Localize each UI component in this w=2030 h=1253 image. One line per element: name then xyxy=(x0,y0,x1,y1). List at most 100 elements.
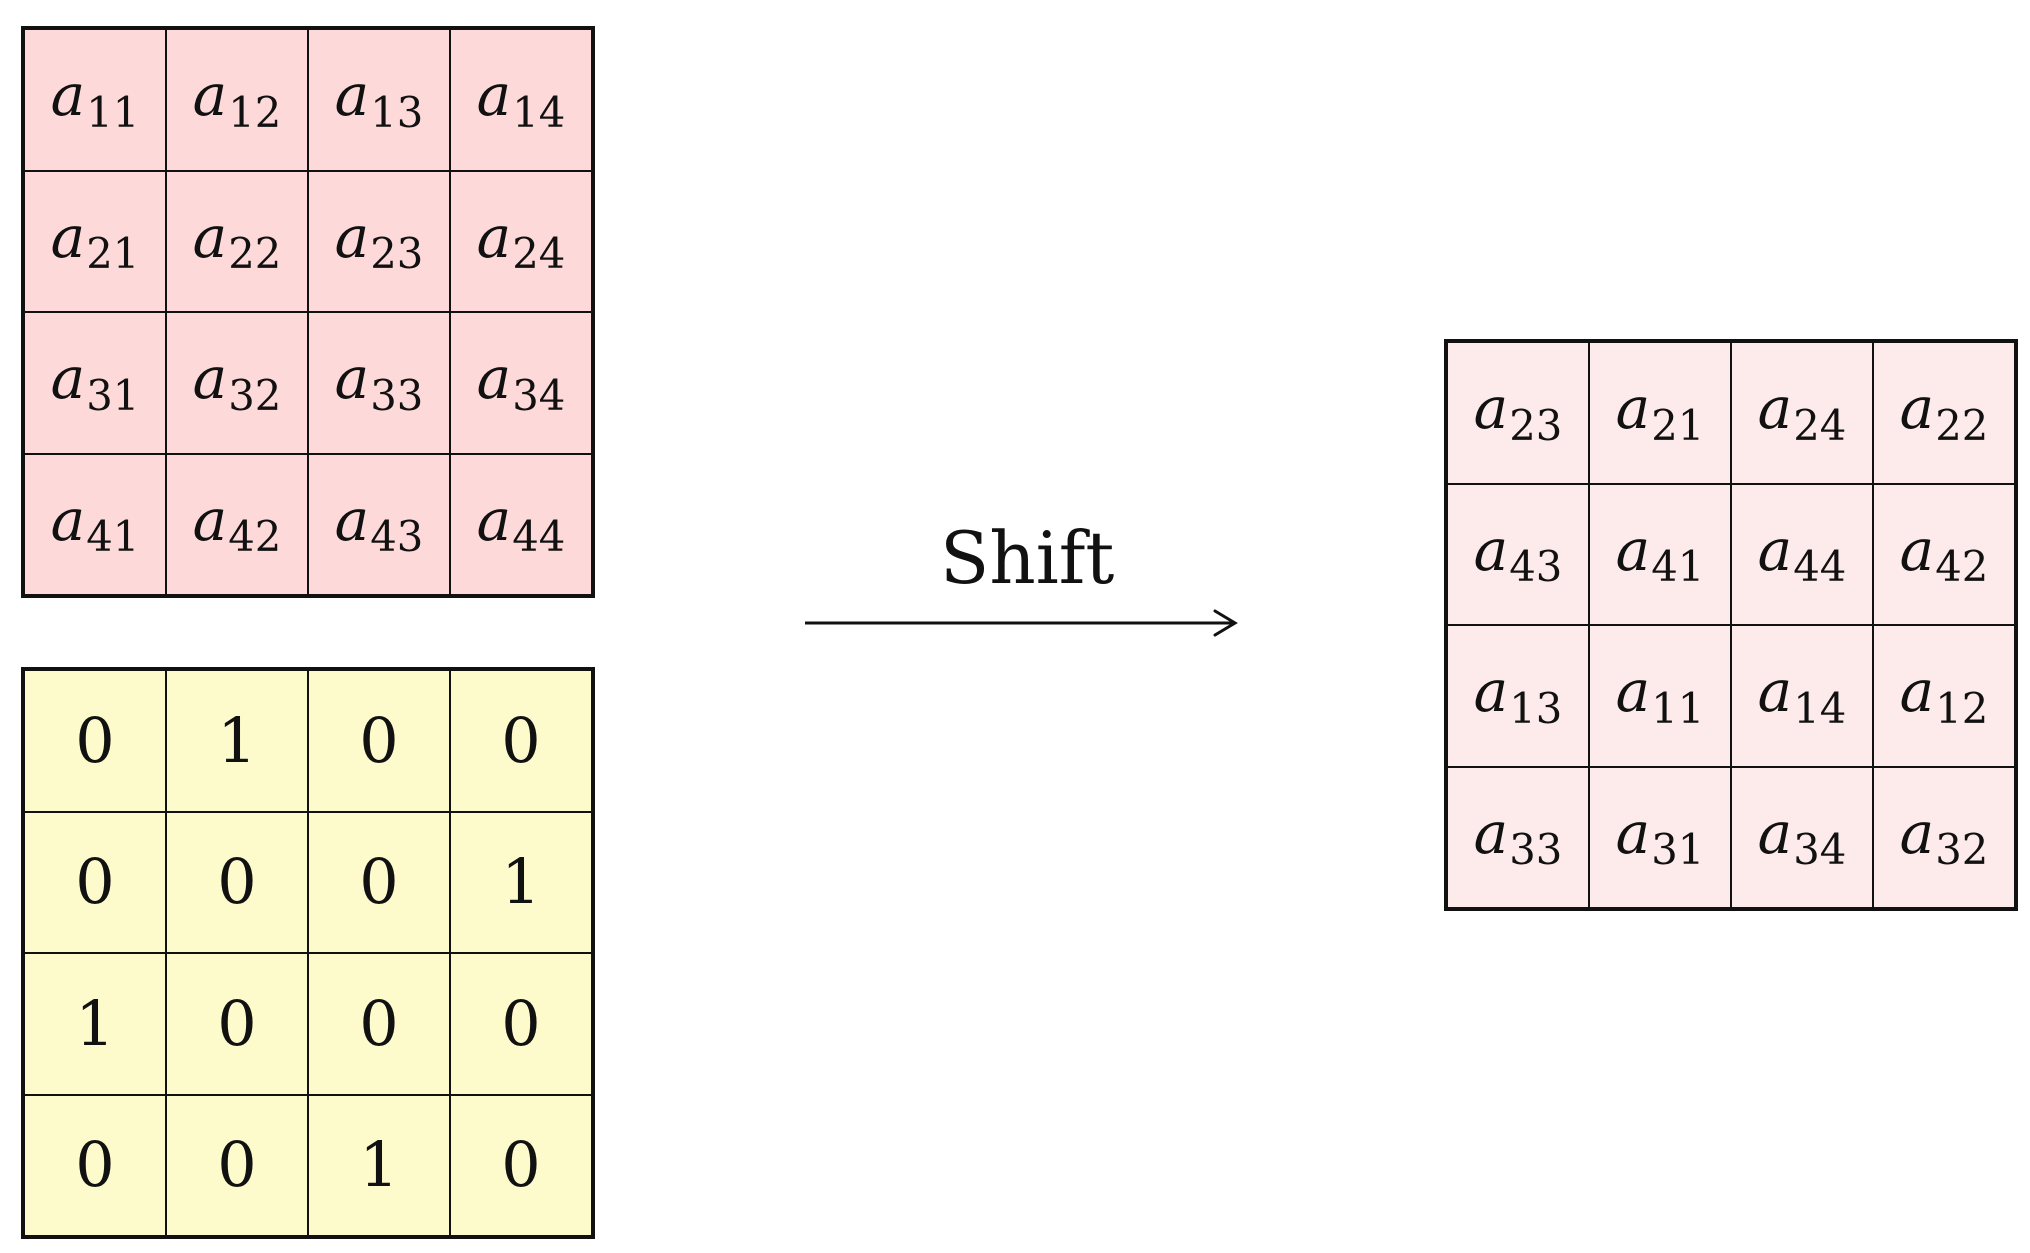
entry-symbol: a xyxy=(1757,657,1793,726)
entry-symbol: a xyxy=(334,344,370,413)
matrix-entry: a43 xyxy=(1474,521,1563,588)
input-matrix-cell: a42 xyxy=(166,453,308,595)
permutation-matrix-cell: 0 xyxy=(24,1094,166,1236)
matrix-entry: a21 xyxy=(1616,379,1705,446)
shifted-matrix-cell: a44 xyxy=(1731,483,1873,625)
matrix-entry: 0 xyxy=(359,703,399,777)
entry-subscript: 34 xyxy=(1793,825,1847,875)
entry-subscript: 11 xyxy=(86,87,140,137)
shifted-matrix-cell: a11 xyxy=(1589,625,1731,767)
matrix-entry: a43 xyxy=(335,491,424,558)
entry-symbol: a xyxy=(476,485,512,554)
shifted-matrix-cell: a23 xyxy=(1447,342,1589,484)
entry-subscript: 21 xyxy=(86,229,140,279)
permutation-matrix-cell: 1 xyxy=(308,1094,450,1236)
entry-subscript: 22 xyxy=(228,229,282,279)
entry-symbol: a xyxy=(50,344,86,413)
entry-symbol: a xyxy=(50,61,86,130)
matrix-entry: a32 xyxy=(193,349,282,416)
entry-subscript: 43 xyxy=(370,512,424,562)
entry-subscript: 31 xyxy=(1651,825,1705,875)
matrix-entry: a11 xyxy=(51,66,140,133)
matrix-entry: a22 xyxy=(1900,379,1989,446)
entry-symbol: a xyxy=(1899,798,1935,867)
entry-subscript: 23 xyxy=(370,229,424,279)
matrix-entry: a23 xyxy=(1474,379,1563,446)
entry-subscript: 12 xyxy=(228,87,282,137)
entry-subscript: 33 xyxy=(370,370,424,420)
input-matrix-cell: a41 xyxy=(24,453,166,595)
entry-symbol: a xyxy=(192,61,228,130)
permutation-matrix-cell: 0 xyxy=(166,953,308,1095)
matrix-entry: a24 xyxy=(1758,379,1847,446)
matrix-entry: a21 xyxy=(51,208,140,275)
permutation-matrix-cell: 0 xyxy=(450,670,592,812)
input-matrix-cell: a31 xyxy=(24,312,166,454)
entry-subscript: 14 xyxy=(1793,683,1847,733)
entry-subscript: 24 xyxy=(1793,400,1847,450)
matrix-entry: a22 xyxy=(193,208,282,275)
permutation-matrix-cell: 0 xyxy=(308,670,450,812)
entry-subscript: 41 xyxy=(1651,542,1705,592)
matrix-entry: a42 xyxy=(1900,521,1989,588)
entry-symbol: a xyxy=(1899,657,1935,726)
entry-symbol: a xyxy=(334,485,370,554)
permutation-matrix-cell: 0 xyxy=(308,953,450,1095)
entry-symbol: a xyxy=(334,61,370,130)
shifted-matrix-cell: a21 xyxy=(1589,342,1731,484)
entry-subscript: 34 xyxy=(512,370,566,420)
permutation-matrix-cell: 0 xyxy=(166,811,308,953)
shifted-matrix-cell: a12 xyxy=(1873,625,2015,767)
matrix-entry: a13 xyxy=(1474,662,1563,729)
shifted-matrix-cell: a13 xyxy=(1447,625,1589,767)
entry-symbol: a xyxy=(192,485,228,554)
matrix-entry: a33 xyxy=(1474,804,1563,871)
entry-symbol: a xyxy=(1473,798,1509,867)
permutation-matrix-cell: 0 xyxy=(450,953,592,1095)
entry-subscript: 42 xyxy=(1935,542,1989,592)
matrix-entry: a33 xyxy=(335,349,424,416)
entry-subscript: 12 xyxy=(1935,683,1989,733)
matrix-entry: a44 xyxy=(477,491,566,558)
entry-subscript: 32 xyxy=(1935,825,1989,875)
permutation-matrix-cell: 0 xyxy=(24,670,166,812)
shifted-matrix-cell: a33 xyxy=(1447,766,1589,908)
shifted-matrix-cell: a43 xyxy=(1447,483,1589,625)
entry-symbol: a xyxy=(1615,515,1651,584)
input-matrix-cell: a22 xyxy=(166,170,308,312)
matrix-entry: a12 xyxy=(193,66,282,133)
input-matrix-cell: a21 xyxy=(24,170,166,312)
matrix-entry: 0 xyxy=(217,845,257,919)
entry-subscript: 42 xyxy=(228,512,282,562)
matrix-entry: a23 xyxy=(335,208,424,275)
entry-subscript: 32 xyxy=(228,370,282,420)
entry-subscript: 43 xyxy=(1509,542,1563,592)
input-matrix-cell: a34 xyxy=(450,312,592,454)
entry-subscript: 44 xyxy=(512,512,566,562)
input-matrix-cell: a11 xyxy=(24,29,166,171)
input-matrix-cell: a24 xyxy=(450,170,592,312)
matrix-entry: a41 xyxy=(51,491,140,558)
input-matrix-cell: a13 xyxy=(308,29,450,171)
input-matrix-cell: a14 xyxy=(450,29,592,171)
matrix-entry: a44 xyxy=(1758,521,1847,588)
permutation-matrix-cell: 0 xyxy=(450,1094,592,1236)
entry-symbol: a xyxy=(1473,374,1509,443)
entry-symbol: a xyxy=(1615,798,1651,867)
permutation-matrix-cell: 0 xyxy=(308,811,450,953)
shifted-matrix-cell: a31 xyxy=(1589,766,1731,908)
matrix-entry: a14 xyxy=(1758,662,1847,729)
shifted-matrix-cell: a42 xyxy=(1873,483,2015,625)
matrix-entry: 0 xyxy=(501,1128,541,1202)
matrix-entry: 0 xyxy=(501,986,541,1060)
entry-symbol: a xyxy=(476,202,512,271)
matrix-entry: a14 xyxy=(477,66,566,133)
matrix-entry: a41 xyxy=(1616,521,1705,588)
entry-symbol: a xyxy=(1757,374,1793,443)
entry-symbol: a xyxy=(1473,657,1509,726)
matrix-entry: 0 xyxy=(501,703,541,777)
entry-subscript: 13 xyxy=(370,87,424,137)
matrix-entry: a31 xyxy=(51,349,140,416)
matrix-entry: a31 xyxy=(1616,804,1705,871)
